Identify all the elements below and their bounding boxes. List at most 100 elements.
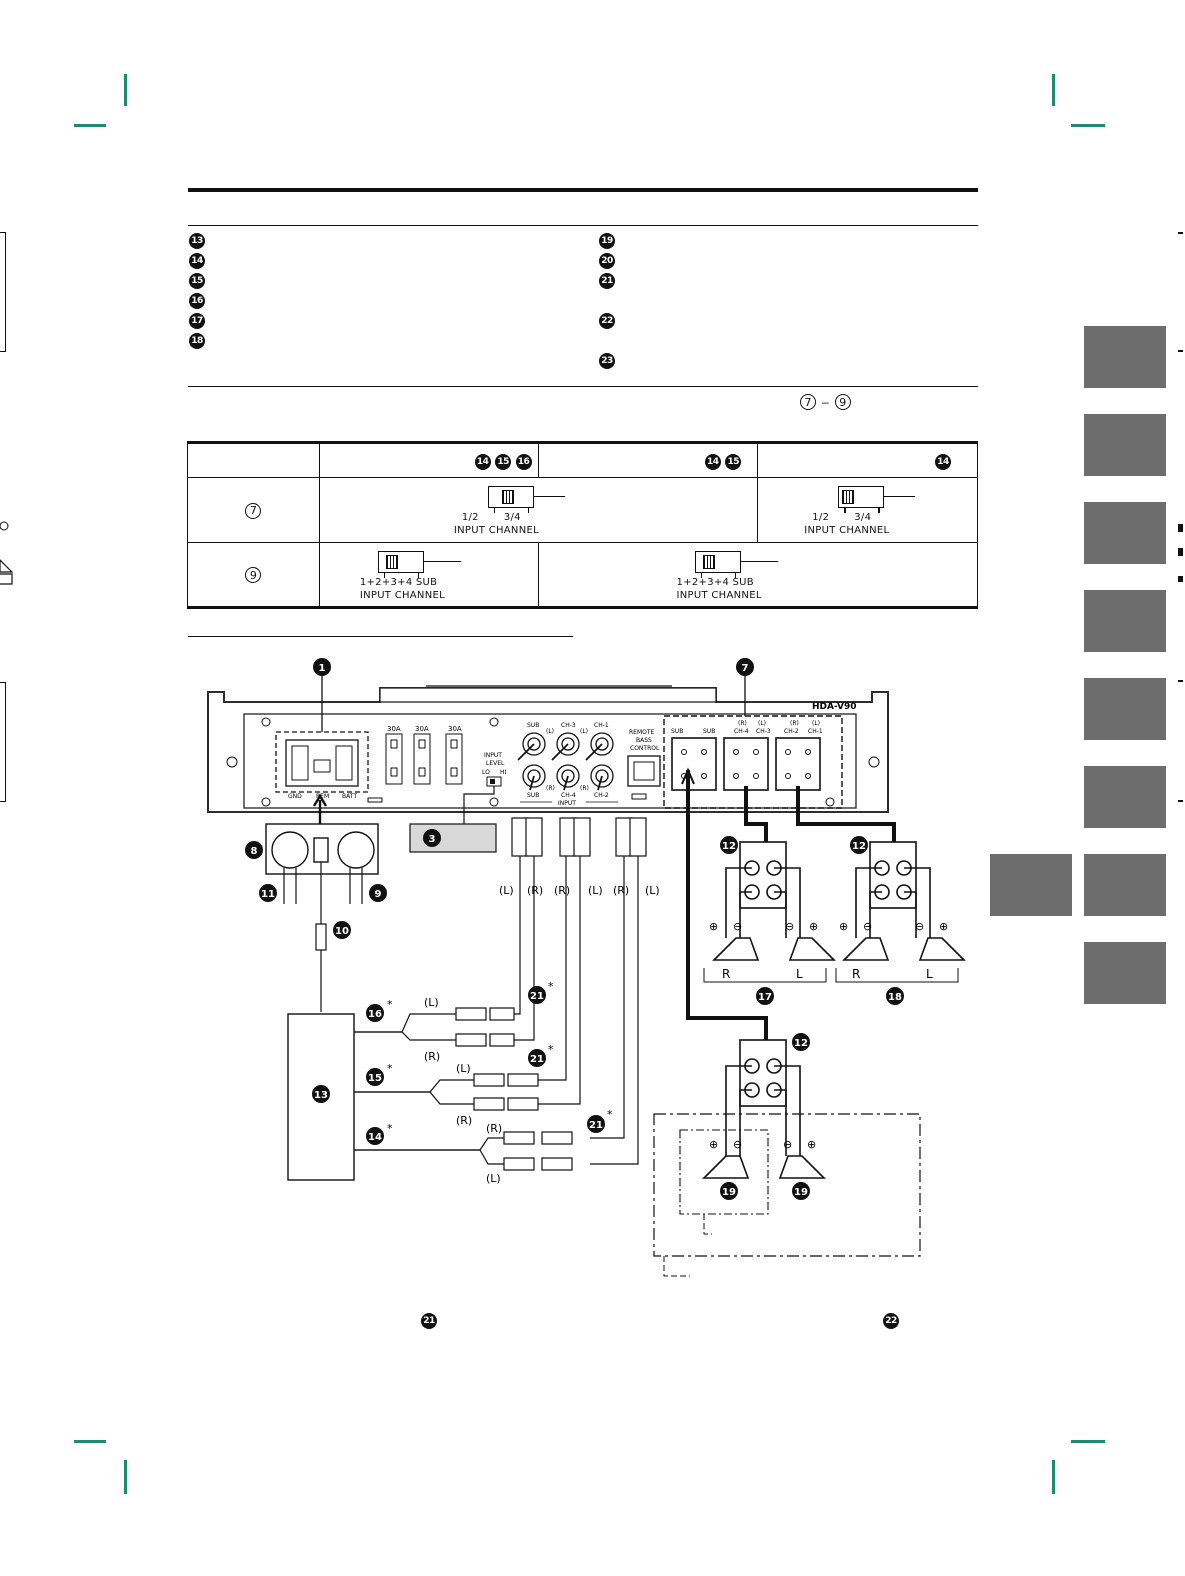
switch-leader [532,496,565,498]
speaker-out-label: SUB [703,728,715,735]
header-badge: 14 [474,454,491,470]
list-badge: 15 [189,273,205,289]
switch-pos-left: 1/2 [812,512,830,523]
switch-knob [501,490,514,504]
callout-19a: 19 [720,1182,738,1200]
svg-text:(L): (L) [645,884,660,897]
amp-screw [825,797,835,807]
switch-body [694,551,741,573]
rca-input-label: INPUT [558,800,576,807]
list-badge: 21 [599,273,615,289]
svg-text:*: * [387,1122,393,1135]
remote-port [627,755,661,787]
header-badge: 15 [495,454,512,470]
rca-label-bottom: CH-2 [594,792,609,799]
svg-text:(L): (L) [486,1172,501,1185]
amp-heatsink [379,687,717,703]
side-tab-7 [1084,854,1166,916]
crop-mark-tr-h [1071,124,1105,127]
speaker-out-top: (R) [738,720,747,727]
switch-knob [702,555,715,569]
rem-fuse [315,923,327,951]
margin-bracket-2 [0,682,6,802]
crop-mark-bl-v [124,1460,127,1494]
svg-text:17: 17 [758,992,772,1003]
switch-pos-left: 1/2 [461,512,479,523]
amp-screw [261,717,271,727]
callout-3-box [409,823,497,853]
speaker-out-label: SUB [671,728,683,735]
switch-knob [842,490,855,504]
speaker-out-label: CH-1 [808,728,823,735]
side-tab-5 [1084,678,1166,740]
rca-label-top: CH-1 [594,722,609,729]
svg-text:16: 16 [368,1009,382,1020]
header-badge: 15 [725,454,742,470]
callout-8: 8 [245,841,263,859]
crop-mark-tl-v [124,74,127,106]
sub-enclosure-inner [679,1129,769,1215]
connector-pins [681,749,811,779]
header-badge: 16 [515,454,532,470]
remote-label: BASS [636,737,652,744]
speaker-pair-17 [703,841,836,983]
edge-tick-5 [1178,576,1183,582]
speaker-rl-labels: R L R L [722,967,933,981]
switch-sum-sub-a: 1+2+3+4 SUB INPUT CHANNEL [360,549,514,605]
svg-text:⊖: ⊖ [733,920,742,933]
list-badge: 19 [599,233,615,249]
fuse-label: 30A [448,725,462,733]
amp-screw [226,756,238,768]
switch-name: INPUT CHANNEL [359,590,445,601]
batt-plug [337,831,375,869]
svg-text:9: 9 [375,889,382,900]
svg-text:*: * [607,1108,613,1121]
svg-text:18: 18 [888,992,902,1003]
fuse [445,733,463,785]
polarity-marks: ⊕⊖⊖⊕ ⊕⊖⊖⊕ ⊕⊖⊖⊕ [709,920,948,1151]
svg-text:*: * [548,980,554,993]
list-badge: 13 [189,233,205,249]
fuse [413,733,431,785]
switch-name: INPUT CHANNEL [804,525,890,536]
svg-text:11: 11 [261,889,275,900]
svg-text:⊖: ⊖ [785,920,794,933]
amp-screw [489,717,499,727]
svg-text:R: R [852,967,860,981]
power-block-dashed [275,731,369,793]
callout-21c: 21 [587,1115,605,1133]
batt-wire [349,868,363,904]
side-tab-3 [1084,502,1166,564]
callout-16: 16 [366,1004,384,1022]
switch-pos-left: 1+2+3+4 [676,577,730,588]
input-level-title: INPUT [484,752,502,759]
side-tab-8 [1084,942,1166,1004]
fuse [385,733,403,785]
input-level-hi: HI [500,769,507,776]
callout-18: 18 [886,987,904,1005]
svg-text:21: 21 [530,1054,544,1065]
list-top-rule [188,225,978,227]
callout-10: 10 [333,921,351,939]
fuse-pin [418,767,426,777]
rca-lr-top: (L) [546,728,554,735]
switch-leg-r [878,507,880,513]
ref-sep: – [822,395,829,409]
small-indicator [367,797,383,803]
callout-21b: 21 [528,1049,546,1067]
row7-switch-cell-b: 1/2 3/4 INPUT CHANNEL [757,477,978,543]
switch-sum-sub-b: 1+2+3+4 SUB INPUT CHANNEL [677,549,831,605]
speaker-connector-ch12 [775,737,821,791]
fuse-pin [418,739,426,749]
switch-leg-l [493,507,496,513]
callout-19b: 19 [792,1182,810,1200]
svg-text:*: * [548,1043,554,1056]
speaker-wires [686,770,896,1040]
amp-model: HDA-V90 [812,702,857,712]
fuse-label: 30A [415,725,429,733]
svg-text:1: 1 [319,663,326,674]
svg-text:(R): (R) [486,1122,502,1135]
side-tab-6 [1084,766,1166,828]
amp-panel [243,713,857,809]
terminal-label: REM [316,793,329,800]
